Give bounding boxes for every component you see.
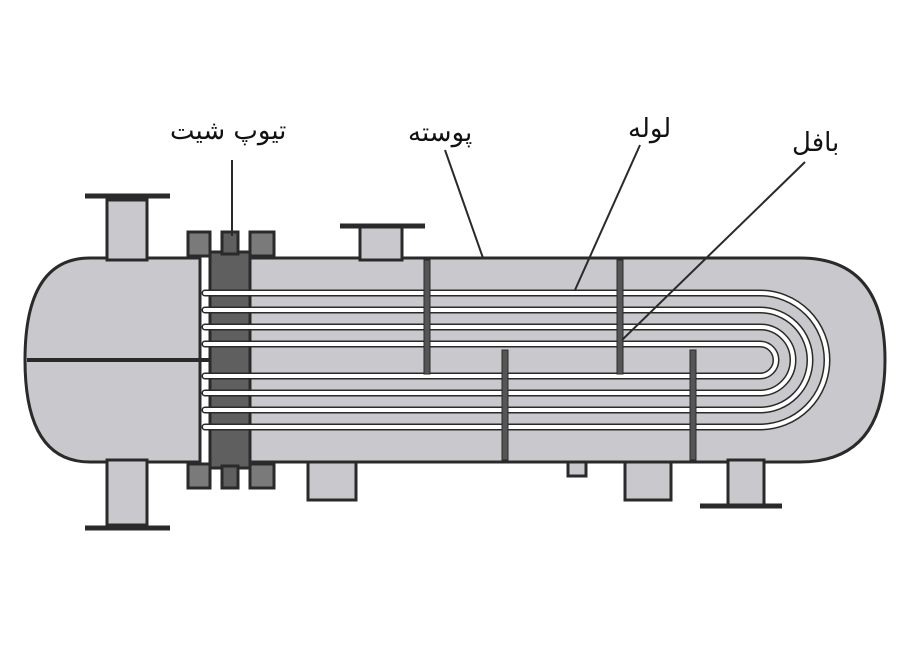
- channel-head: [23, 256, 210, 464]
- shell-supports: [306, 458, 782, 509]
- label-baffle: بافل: [792, 128, 840, 158]
- label-tube-sheet: تیوپ شیت: [170, 116, 287, 146]
- flanges: [186, 230, 276, 490]
- shell-top-nozzle: [340, 223, 425, 262]
- label-tube: لوله: [628, 114, 672, 144]
- outlet-nozzle: [85, 458, 170, 531]
- tube-sheet: [208, 230, 252, 490]
- leader-shell: [444, 149, 484, 259]
- inlet-nozzle: [85, 193, 170, 262]
- tube-bundle: [201, 289, 831, 431]
- baffles: [423, 259, 697, 461]
- leader-baffle: [621, 161, 806, 341]
- label-shell: پوسته: [408, 118, 473, 148]
- leader-tube: [574, 144, 641, 291]
- leader-lines: [231, 144, 806, 341]
